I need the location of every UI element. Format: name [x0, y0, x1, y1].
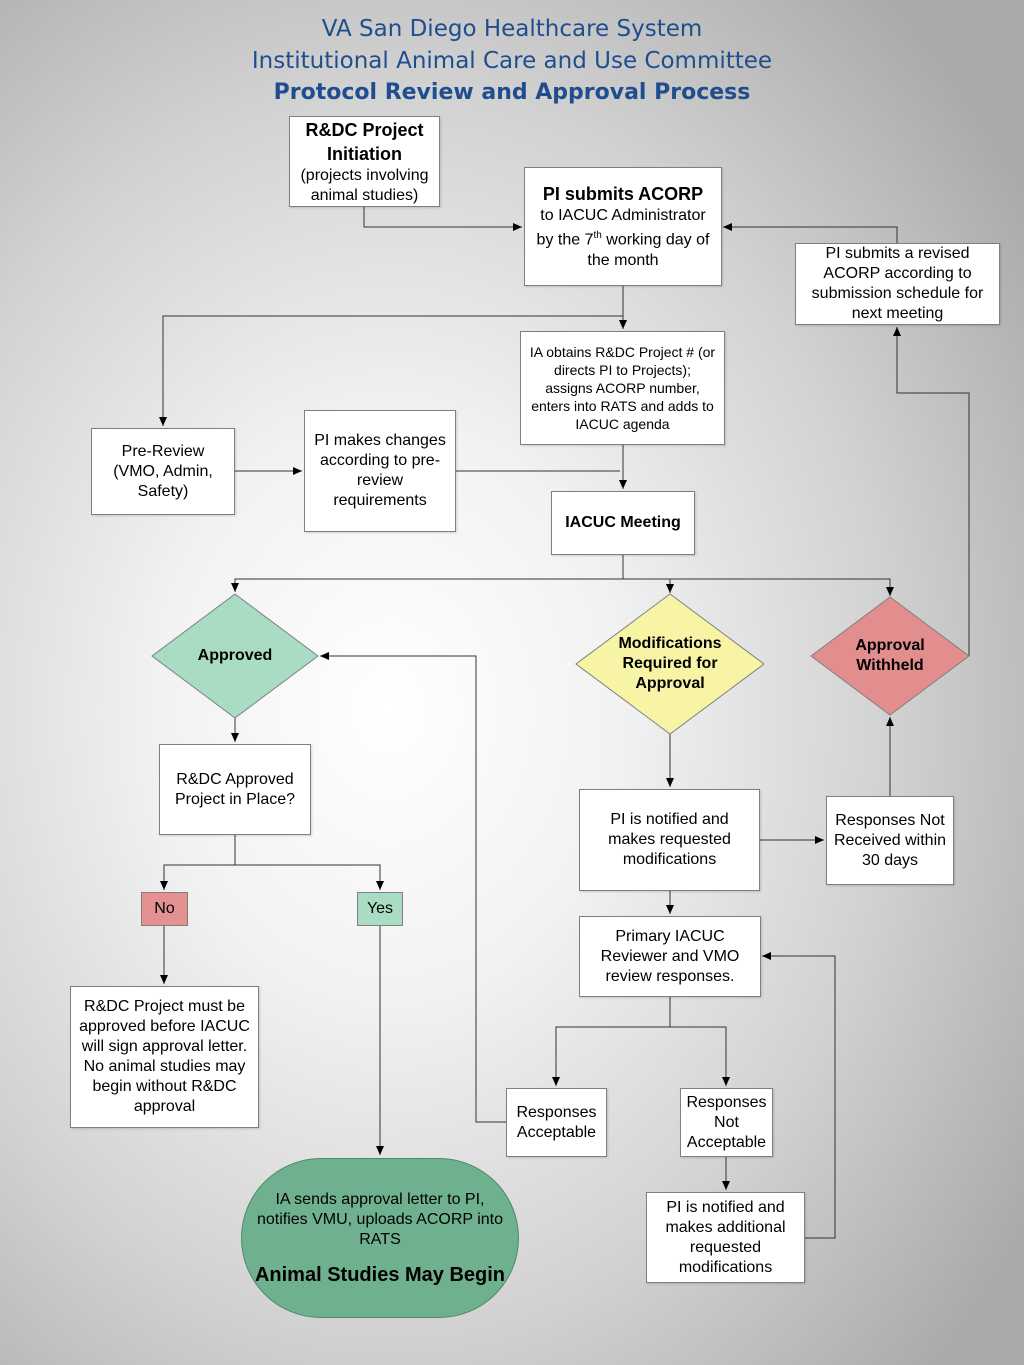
- connector-meeting-split: [231, 555, 624, 592]
- iacuc-meeting-text: IACUC Meeting: [565, 514, 681, 531]
- pi-additional-text: PI is notified and makes additional requ…: [665, 1198, 786, 1276]
- withheld-label: Approval Withheld: [855, 637, 925, 674]
- pi-submits-box: PI submits ACORP to IACUC Administrator …: [524, 167, 722, 286]
- page-title: Protocol Review and Approval Process: [273, 80, 751, 105]
- connector-submit-to-prereview: [159, 315, 623, 426]
- pi-changes-box: PI makes changes according to pre-review…: [304, 410, 456, 532]
- primary-review-text: Primary IACUC Reviewer and VMO review re…: [600, 927, 740, 985]
- pi-notified-box: PI is notified and makes requested modif…: [579, 789, 760, 891]
- ia-obtains-box: IA obtains R&DC Project # (or directs PI…: [520, 331, 725, 445]
- pi-submits-line-c: the month: [587, 251, 659, 269]
- rdc-initiation-box: R&DC Project Initiation (projects involv…: [289, 116, 440, 207]
- primary-review-box: Primary IACUC Reviewer and VMO review re…: [579, 916, 761, 997]
- connector-primary-split: [552, 997, 671, 1086]
- connector-withheld-to-revised: [893, 327, 970, 656]
- connector-acceptable-to-approved: [320, 652, 506, 1123]
- modifications-diamond: [575, 593, 765, 735]
- pre-review-text: Pre-Review (VMO, Admin, Safety): [113, 442, 213, 500]
- rdc-approved-question-box: R&DC Approved Project in Place?: [159, 744, 311, 835]
- acceptable-text: Responses Acceptable: [516, 1103, 597, 1141]
- connector-rdc-split: [160, 835, 236, 890]
- pre-review-box: Pre-Review (VMO, Admin, Safety): [91, 428, 235, 515]
- pi-revised-box: PI submits a revised ACORP according to …: [795, 243, 1000, 325]
- pi-additional-box: PI is notified and makes additional requ…: [646, 1192, 805, 1283]
- not-acceptable-box: Responses Not Acceptable: [680, 1088, 773, 1157]
- withheld-diamond: [810, 596, 970, 716]
- approved-diamond: [151, 593, 319, 719]
- ia-obtains-text: IA obtains R&DC Project # (or directs PI…: [529, 344, 716, 432]
- rdc-must-text: R&DC Project must be approved before IAC…: [79, 998, 250, 1115]
- pi-notified-text: PI is notified and makes requested modif…: [608, 811, 731, 868]
- not-received-box: Responses Not Received within 30 days: [826, 796, 954, 885]
- rdc-initiation-title: R&DC Project Initiation: [305, 119, 424, 164]
- final-terminal: IA sends approval letter to PI, notifies…: [241, 1158, 519, 1318]
- modifications-label: Modifications Required for Approval: [618, 635, 722, 692]
- pi-submits-title: PI submits ACORP: [542, 184, 704, 205]
- connector-initiation-to-submit: [363, 207, 522, 231]
- yes-label: Yes: [357, 892, 403, 926]
- not-acceptable-text: Responses Not Acceptable: [686, 1093, 767, 1151]
- connector-rdc-to-yes: [235, 864, 384, 890]
- pi-submits-line-b: by the 7th working day of: [536, 230, 710, 249]
- iacuc-meeting-box: IACUC Meeting: [551, 491, 695, 555]
- header-line-2: Institutional Animal Care and Use Commit…: [251, 48, 773, 74]
- not-received-text: Responses Not Received within 30 days: [833, 811, 947, 869]
- pi-submits-line-a: to IACUC Administrator: [540, 207, 706, 225]
- final-text: IA sends approval letter to PI, notifies…: [256, 1190, 504, 1248]
- connector-additional-to-primary: [762, 952, 836, 1239]
- no-label: No: [141, 892, 188, 926]
- connector-revised-to-submit: [723, 223, 898, 244]
- connector-primary-to-notacceptable: [670, 1026, 730, 1086]
- rdc-approved-question-text: R&DC Approved Project in Place?: [174, 770, 296, 808]
- connector-meeting-to-withheld: [623, 578, 894, 596]
- header-line-1: VA San Diego Healthcare System: [321, 16, 703, 42]
- pi-revised-text: PI submits a revised ACORP according to …: [811, 245, 984, 322]
- pi-changes-text: PI makes changes according to pre-review…: [314, 432, 446, 509]
- acceptable-box: Responses Acceptable: [506, 1088, 607, 1157]
- approved-label: Approved: [197, 647, 273, 664]
- rdc-initiation-subtitle: (projects involving animal studies): [300, 166, 429, 204]
- final-title: Animal Studies May Begin: [254, 1263, 506, 1286]
- rdc-must-box: R&DC Project must be approved before IAC…: [70, 986, 259, 1128]
